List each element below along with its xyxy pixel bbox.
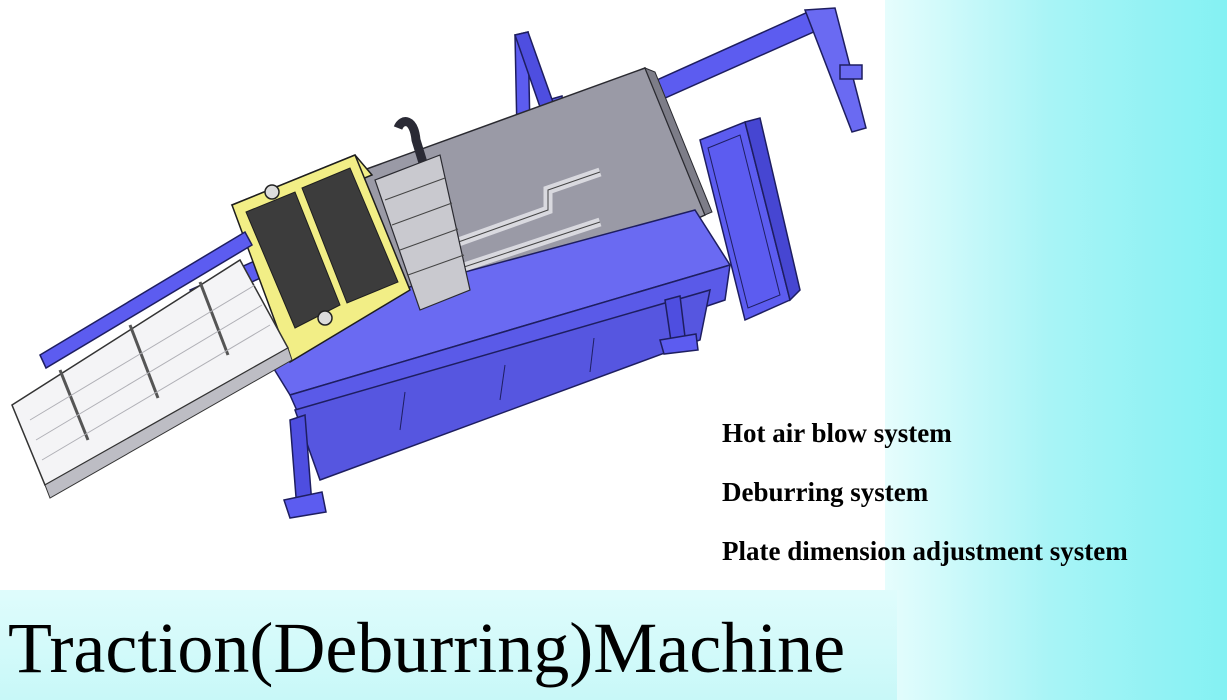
feature-plate-adjustment: Plate dimension adjustment system (722, 536, 1128, 566)
machine-illustration (11, 7, 867, 519)
air-duct (393, 117, 445, 220)
leg-mid-foot (659, 333, 699, 355)
bed-rim (644, 67, 713, 216)
feature-deburring: Deburring system (722, 477, 929, 507)
guard-knob-bottom (317, 310, 333, 326)
leg-front-foot (283, 491, 327, 519)
infeed-conveyor-edge (44, 347, 293, 499)
feature-list: Hot air blow system Deburring system Pla… (722, 415, 1227, 592)
feature-hot-air-blow: Hot air blow system (722, 418, 952, 448)
conveyor-roller-2 (128, 324, 160, 399)
control-cabinet-door (707, 134, 781, 309)
title-band (0, 590, 897, 700)
rear-arm-bracket (803, 7, 867, 133)
guard-mesh-right (301, 167, 399, 304)
guard-mesh-left (245, 191, 341, 329)
roller-assembly (374, 154, 471, 311)
rear-arm-plate (839, 64, 863, 80)
air-pipe-2-outline (454, 221, 601, 271)
conveyor-roller-3 (198, 281, 230, 356)
guard-knob-top (264, 184, 280, 200)
page-title: Traction(Deburring)Machine (8, 608, 846, 688)
air-pipe-1-outline (449, 171, 601, 246)
control-cabinet-side (744, 117, 801, 302)
conveyor-roller-1 (58, 369, 90, 441)
infeed-side-rail (39, 230, 254, 370)
